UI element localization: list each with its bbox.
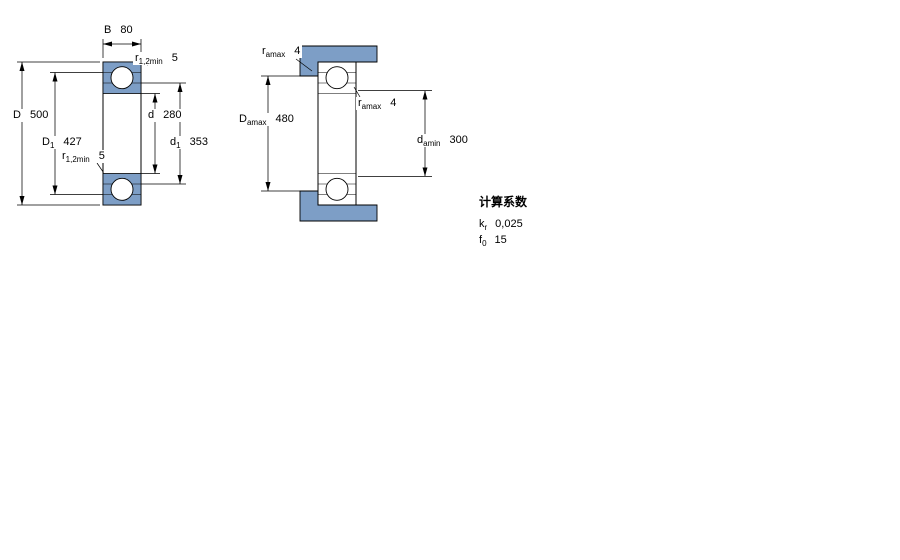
dim-D1-lines (50, 72, 103, 195)
ra-mid-leader (353, 86, 361, 98)
left-bearing-body (102, 61, 142, 206)
right-abutment-figure (261, 45, 432, 222)
ball-bottom (325, 177, 349, 201)
ball-bottom (110, 177, 134, 201)
ball-top (325, 66, 349, 90)
dim-D-lines (17, 61, 100, 206)
ra-top-leader (295, 58, 313, 72)
left-bearing-figure (17, 39, 186, 206)
dim-d1-lines (141, 82, 186, 185)
dim-da-lines (358, 90, 432, 177)
ball-top (110, 66, 134, 90)
calculation-factors-title: 计算系数 (479, 195, 528, 209)
dim-Da-lines (261, 75, 300, 192)
r-bottom-leader (96, 162, 104, 173)
dim-d-lines (141, 93, 160, 174)
right-bearing-body (317, 61, 357, 206)
